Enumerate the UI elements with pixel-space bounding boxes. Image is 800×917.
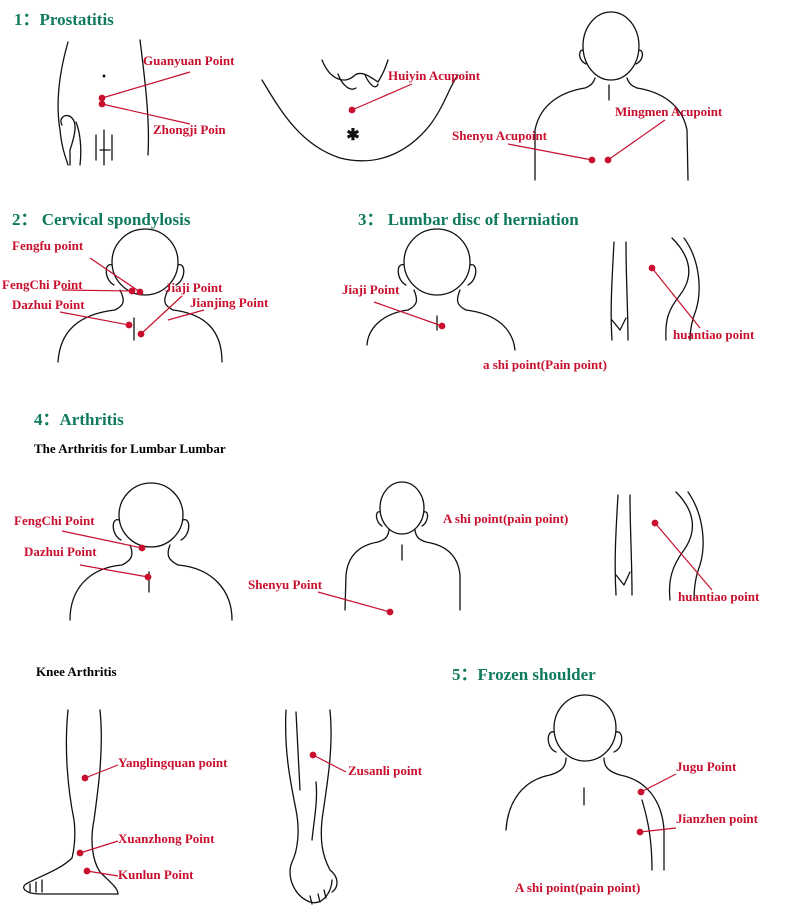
heading-arthritis: 4：Arthritis [34,410,124,429]
label-fengchi-point-2: FengChi Point [2,277,83,292]
back-figure-5 [505,694,665,871]
lower-abdomen-figure [57,39,150,166]
label-xuanzhong-point: Xuanzhong Point [118,831,215,846]
lower-leg-figure [23,709,119,895]
label-fengfu-point: Fengfu point [12,238,84,253]
label-dazhui-point-4: Dazhui Point [24,544,97,559]
leg-side-figure-3 [610,237,700,341]
label-jiaji-point-3: Jiaji Point [342,282,400,297]
label-guanyuan-point: Guanyuan Point [143,53,235,68]
heading-cervical-spondylosis: 2： Cervical spondylosis [12,210,191,229]
label-zhongji-point: Zhongji Poin [153,122,226,137]
label-ashi-point-5: A shi point(pain point) [515,880,641,895]
label-yanglingquan-point: Yanglingquan point [118,755,228,770]
neck-figure-2 [57,228,223,363]
back-figure-4 [344,481,461,611]
label-ashi-point-3: a shi point(Pain point) [483,357,607,372]
label-jugu-point: Jugu Point [676,759,737,774]
label-huantiao-point-4: huantiao point [678,589,760,604]
perineum-figure [261,59,459,162]
anus-asterisk: ✱ [346,127,359,144]
label-jiaji-point-2: Jiaji Point [165,280,223,295]
label-shenyu-acupoint: Shenyu Acupoint [452,128,548,143]
subheading-arthritis-lumbar: The Arthritis for Lumbar Lumbar [34,441,226,456]
label-zusanli-point: Zusanli point [348,763,423,778]
back-figure-1 [534,11,689,181]
label-fengchi-point-4: FengChi Point [14,513,95,528]
heading-prostatitis: 1：Prostatitis [14,10,114,29]
label-kunlun-point: Kunlun Point [118,867,194,882]
label-ashi-point-4: A shi point(pain point) [443,511,569,526]
leg-side-figure-4 [614,491,704,601]
label-mingmen-acupoint: Mingmen Acupoint [615,104,723,119]
label-dazhui-point-2: Dazhui Point [12,297,85,312]
leader-lines [59,71,713,877]
label-jianjing-point: Jianjing Point [190,295,269,310]
label-shenyu-point: Shenyu Point [248,577,323,592]
subheading-knee-arthritis: Knee Arthritis [36,664,117,679]
label-jianzhen-point: Jianzhen point [676,811,758,826]
heading-frozen-shoulder: 5：Frozen shoulder [452,665,596,684]
lower-leg-front-figure [284,709,338,905]
heading-lumbar-disc: 3： Lumbar disc of herniation [358,210,579,229]
neck-figure-3 [366,228,516,351]
label-huantiao-point-3: huantiao point [673,327,755,342]
label-huiyin-acupoint: Huiyin Acupoint [388,68,481,83]
